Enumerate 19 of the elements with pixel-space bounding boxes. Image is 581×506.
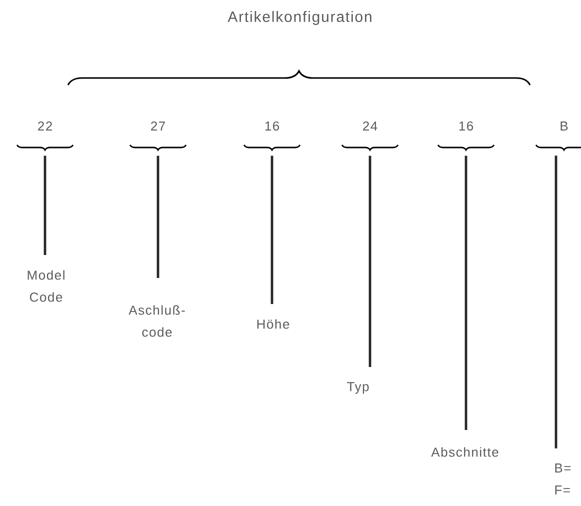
- connector-line: [554, 156, 558, 448]
- field-label: Aschluß- code: [128, 305, 185, 337]
- code-value: 22: [38, 121, 52, 131]
- field-label: B= F=: [555, 464, 571, 494]
- code-value: B: [560, 122, 568, 130]
- title: Artikelkonfiguration: [228, 11, 372, 25]
- code-value: 27: [151, 121, 165, 131]
- field-label: Höhe: [257, 319, 290, 329]
- field-label: Typ: [347, 382, 369, 394]
- connector-line: [44, 156, 46, 256]
- connector-line: [464, 156, 468, 430]
- code-value: 16: [265, 121, 280, 131]
- field-label: Abschnitte: [431, 447, 498, 457]
- connector-line: [270, 156, 274, 304]
- connector-line: [368, 156, 372, 367]
- connector-line: [156, 156, 160, 278]
- field-label: Model Code: [28, 270, 64, 302]
- code-value: 24: [363, 121, 378, 131]
- code-value: 16: [459, 121, 474, 131]
